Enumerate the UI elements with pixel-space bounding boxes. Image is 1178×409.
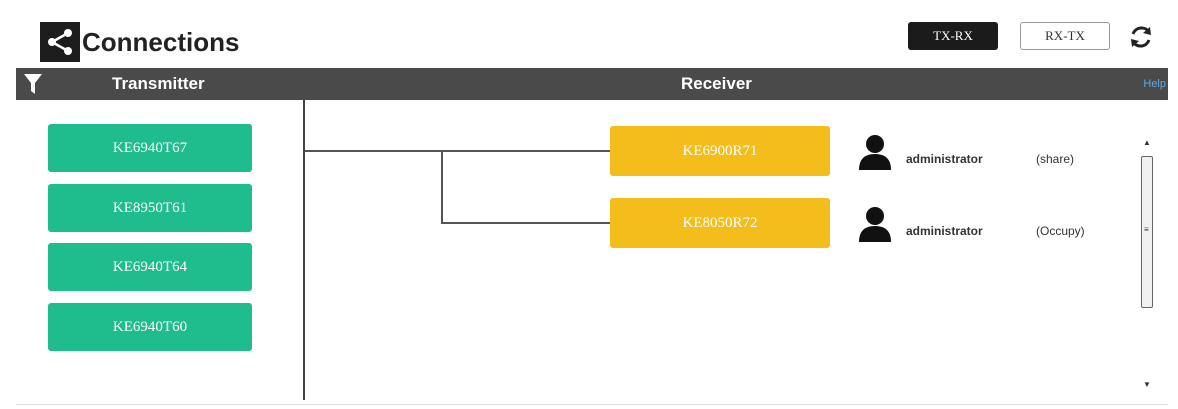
scroll-up-arrow[interactable]: ▲ [1143, 138, 1151, 147]
scrollbar-thumb[interactable]: ≡ [1141, 156, 1153, 308]
column-transmitter: Transmitter [112, 74, 205, 93]
connections-body: KE6940T67 KE8950T61 KE6940T64 KE6940T60 … [16, 100, 1168, 405]
user-name: administrator [906, 152, 983, 166]
page-title: Connections [82, 27, 240, 57]
rx-tx-button[interactable]: RX-TX [1020, 22, 1110, 50]
connection-line [305, 150, 610, 152]
receiver-item[interactable]: KE6900R71 [610, 126, 830, 176]
connections-panel: Connections TX-RX RX-TX Transmitter Rece… [8, 8, 1168, 405]
scroll-down-arrow[interactable]: ▼ [1143, 380, 1151, 389]
transmitter-item[interactable]: KE6940T67 [48, 124, 252, 172]
filter-icon[interactable] [22, 73, 44, 95]
share-icon [40, 22, 80, 62]
table-header: Transmitter Receiver Help [16, 68, 1168, 100]
help-link[interactable]: Help [1143, 78, 1166, 90]
receiver-item[interactable]: KE8050R72 [610, 198, 830, 248]
user-name: administrator [906, 224, 983, 238]
connection-line [441, 222, 610, 224]
connection-line [441, 150, 443, 224]
grip-icon: ≡ [1144, 225, 1149, 234]
refresh-icon[interactable] [1126, 22, 1156, 52]
user-icon [858, 206, 892, 242]
column-divider [303, 100, 305, 400]
column-receiver: Receiver [681, 74, 752, 93]
transmitter-item[interactable]: KE8950T61 [48, 184, 252, 232]
user-mode: (Occupy) [1036, 224, 1085, 238]
transmitter-item[interactable]: KE6940T64 [48, 243, 252, 291]
user-icon [858, 134, 892, 170]
transmitter-item[interactable]: KE6940T60 [48, 303, 252, 351]
user-mode: (share) [1036, 152, 1075, 166]
tx-rx-button[interactable]: TX-RX [908, 22, 998, 50]
